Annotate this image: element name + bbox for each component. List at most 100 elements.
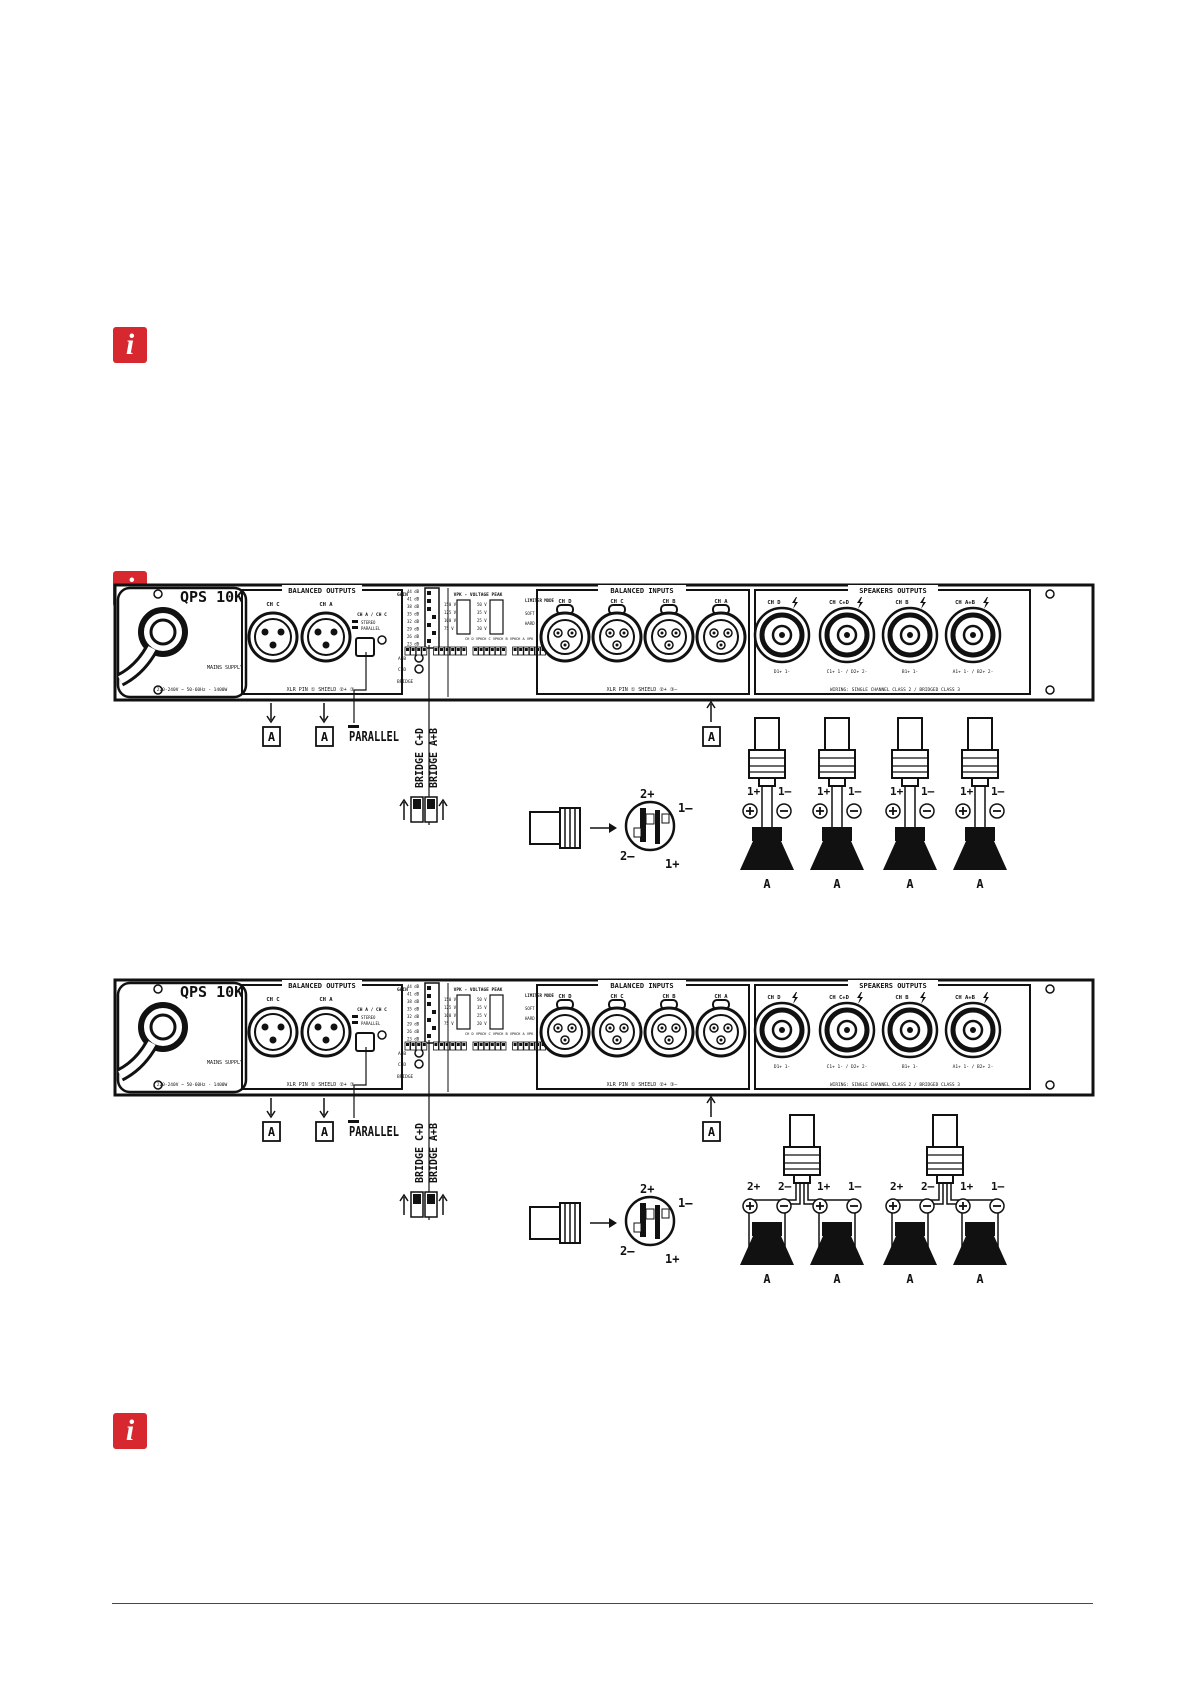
xlr-pin-core — [719, 1038, 723, 1042]
speakon-center — [844, 1027, 850, 1033]
bridge-switch-label: A+B — [398, 1051, 406, 1057]
xlr-pin-core — [615, 1038, 619, 1042]
speakon-ring — [950, 1007, 996, 1053]
out-ch-label: CH C — [266, 997, 279, 1003]
speakon-plug-body — [897, 717, 923, 751]
dip-knob — [490, 648, 494, 651]
xlr-pin-core — [622, 631, 626, 635]
lightning-icon — [857, 597, 863, 609]
gain-step: 26 dB — [407, 1029, 420, 1034]
callout-box — [315, 726, 334, 747]
speaker-magnet — [965, 1222, 995, 1236]
vpk-dip-switch[interactable] — [489, 994, 504, 1030]
speakon-ring — [759, 612, 805, 658]
speakon-plug-body — [789, 1114, 815, 1148]
vpk-value: 150 V — [444, 602, 457, 607]
limiter-label: LIMITER MODE — [525, 598, 554, 603]
dip-knob — [451, 648, 455, 651]
speakon-ring — [824, 612, 870, 658]
dip-knob — [422, 648, 426, 651]
speakon-ring — [887, 1007, 933, 1053]
dip-knob — [445, 648, 449, 651]
power-inlet — [138, 1002, 188, 1052]
dip-knob — [513, 1043, 517, 1046]
parallel-switch[interactable] — [355, 1032, 375, 1052]
wiring-diagram-bridged: QPS 10K MAINS SUPPLY 220-240V ~ 50-60Hz … — [100, 975, 1100, 1295]
speakon-ring — [759, 1007, 805, 1053]
vpk-dip-switch[interactable] — [456, 994, 471, 1030]
in-ch-label: CH B — [662, 994, 676, 1000]
xlr-pin-core — [608, 631, 612, 635]
speakon-core — [899, 624, 921, 646]
xlr-output-c — [247, 1006, 299, 1058]
gain-step: 32 dB — [407, 1014, 420, 1019]
dip-knob — [502, 1043, 505, 1046]
xlr-pin-core — [622, 1026, 626, 1030]
out-speaker-ch-label: CH B — [895, 995, 909, 1001]
speaker-pos-label: 1+ — [817, 1180, 831, 1193]
vpk-dip-switch[interactable] — [456, 599, 471, 635]
speakon-core — [836, 624, 858, 646]
speaker-label: A — [906, 1272, 914, 1286]
speakon-plug-body — [932, 1114, 958, 1148]
dip-group-label: CH D VPK — [465, 1032, 483, 1036]
speaker-cone-icon — [953, 841, 1007, 870]
callout-box — [702, 1121, 721, 1142]
gain-step: 23 dB — [407, 1037, 420, 1042]
gain-step: 41 dB — [407, 597, 420, 602]
parallel-leader — [353, 652, 367, 723]
speakon-plug-illustration — [529, 800, 676, 852]
dip-group-label: CH C VPK — [482, 1032, 500, 1036]
gain-step: 35 dB — [407, 1007, 420, 1012]
speaker-magnet — [822, 1222, 852, 1236]
parallel-marker — [348, 1120, 359, 1123]
out-speaker-ch-label: CH C+D — [829, 995, 850, 1001]
xlr-output-a — [300, 1006, 352, 1058]
speaker-label: A — [763, 877, 771, 891]
in-ch-label: CH D — [558, 994, 572, 1000]
speakon-pin-label: A1+ 1- / B2+ 2- — [953, 1064, 994, 1070]
info-icon: i — [113, 1413, 147, 1449]
xlr-legend: XLR PIN ① SHIELD ②+ ③– — [287, 1082, 359, 1088]
xlr-pin-core — [608, 1026, 612, 1030]
panel-screw — [1045, 1080, 1055, 1090]
panel-screw — [153, 984, 163, 994]
wiring-diagram-stereo: QPS 10K MAINS SUPPLY 220-240V ~ 50-60Hz … — [100, 580, 1100, 900]
out-speaker-ch-label: CH D — [767, 995, 781, 1001]
info-glyph: i — [125, 328, 135, 361]
callout-box — [702, 726, 721, 747]
dip-group-label: CH C VPK — [482, 637, 500, 641]
bridge-label: BRIDGE A+B — [427, 728, 440, 788]
speakon-plug-illustration — [529, 1195, 676, 1247]
dip-knob — [440, 648, 443, 651]
xlr-pin-core — [712, 1026, 716, 1030]
arrow-head — [706, 700, 716, 709]
bridge-switch-label: BRIDGE — [397, 679, 414, 685]
connector-pin: 2+ — [640, 1182, 654, 1196]
out-ch-label: CH A — [319, 997, 333, 1003]
dip-knob — [474, 1043, 477, 1046]
bridge-led — [414, 1059, 424, 1069]
bridge-label: BRIDGE A+B — [427, 1123, 440, 1183]
arrow-head — [266, 1110, 276, 1119]
panel-screw — [153, 685, 163, 695]
dip-knob — [434, 648, 438, 651]
dip-switch-row[interactable] — [404, 646, 547, 656]
vpk-title: VPK - VOLTAGE PEAK — [454, 987, 503, 993]
dip-knob — [456, 648, 460, 651]
dip-switch-row[interactable] — [404, 1041, 547, 1051]
in-ch-label: CH D — [558, 599, 572, 605]
info-icon: i — [113, 327, 147, 363]
xlr-inner-ring — [547, 1014, 583, 1050]
balanced-inputs-title: BALANCED INPUTS — [610, 587, 673, 595]
gain-step: 29 dB — [407, 1022, 420, 1027]
connector-pin: 2– — [620, 849, 635, 863]
vpk-dip-switch[interactable] — [489, 599, 504, 635]
in-ch-label: CH A — [714, 599, 728, 605]
limiter-label: SOFT — [525, 1006, 535, 1011]
plug-strain-relief — [828, 777, 846, 787]
parallel-switch[interactable] — [355, 637, 375, 657]
